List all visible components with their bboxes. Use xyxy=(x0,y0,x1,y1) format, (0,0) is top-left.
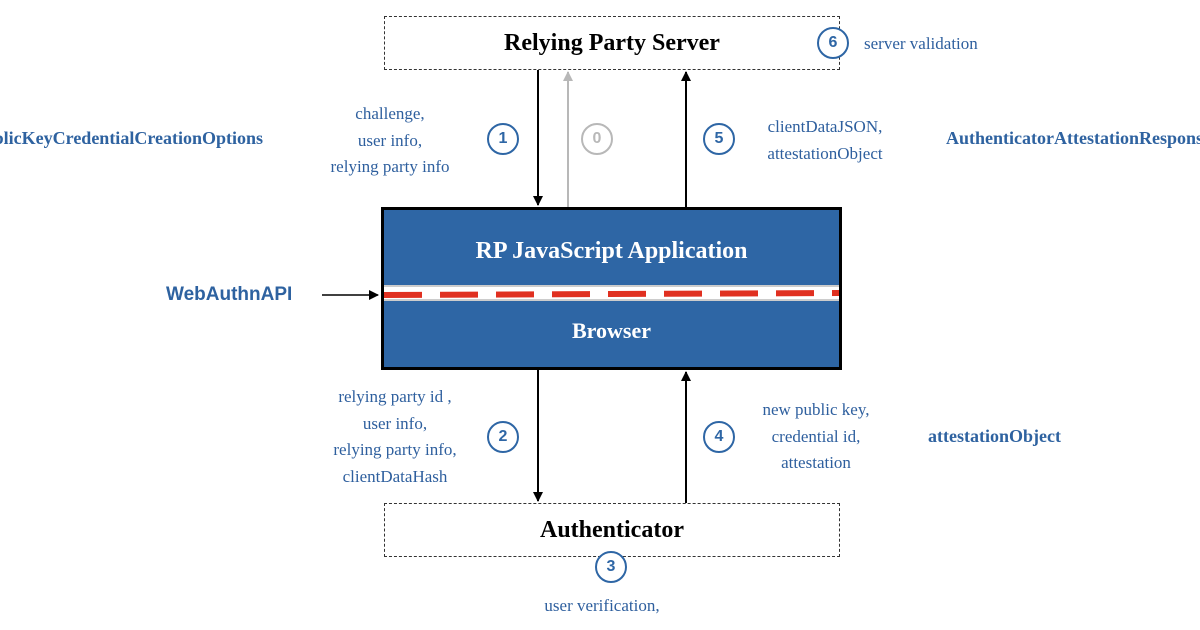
browser-block: RP JavaScript Application Browser xyxy=(381,207,842,370)
step-3-label: user verification, xyxy=(544,596,660,615)
step-3-number: 3 xyxy=(606,558,616,575)
browser-label: Browser xyxy=(571,318,652,343)
step-1-badge: 1 xyxy=(487,123,519,155)
step-6-number: 6 xyxy=(828,34,838,51)
step-5-label: clientDataJSON, attestationObject xyxy=(767,117,883,163)
step-0-badge: 0 xyxy=(581,123,613,155)
step-2-number: 2 xyxy=(498,428,508,445)
rp-javascript-application-label: RP JavaScript Application xyxy=(475,238,748,264)
step-2-badge: 2 xyxy=(487,421,519,453)
step-3-badge: 3 xyxy=(595,551,627,583)
attestation-response-label: AuthenticatorAttestationResponse xyxy=(946,128,1200,148)
webauthn-api-boundary xyxy=(384,285,839,301)
step-1-number: 1 xyxy=(498,130,508,147)
webauthn-api-dashed-line xyxy=(384,290,839,298)
step-0-number: 0 xyxy=(592,130,602,147)
webauthn-api-label: WebAuthnAPI xyxy=(166,284,293,305)
authenticator-box: Authenticator xyxy=(384,503,840,557)
authenticator-label: Authenticator xyxy=(540,516,684,543)
step-5-number: 5 xyxy=(714,130,724,147)
step-2-label: relying party id , user info, relying pa… xyxy=(333,387,457,486)
step-4-label: new public key, credential id, attestati… xyxy=(762,400,870,472)
step-4-number: 4 xyxy=(714,428,724,445)
creation-options-label: PublicKeyCredentialCreationOptions xyxy=(0,128,263,148)
step-4-badge: 4 xyxy=(703,421,735,453)
relying-party-server-label: Relying Party Server xyxy=(504,29,720,56)
relying-party-server-box: Relying Party Server xyxy=(384,16,840,70)
step-6-label: server validation xyxy=(864,34,978,53)
attestation-object-label: attestationObject xyxy=(928,426,1061,446)
step-6-badge: 6 xyxy=(817,27,849,59)
step-5-badge: 5 xyxy=(703,123,735,155)
step-1-label: challenge, user info, relying party info xyxy=(330,104,450,176)
